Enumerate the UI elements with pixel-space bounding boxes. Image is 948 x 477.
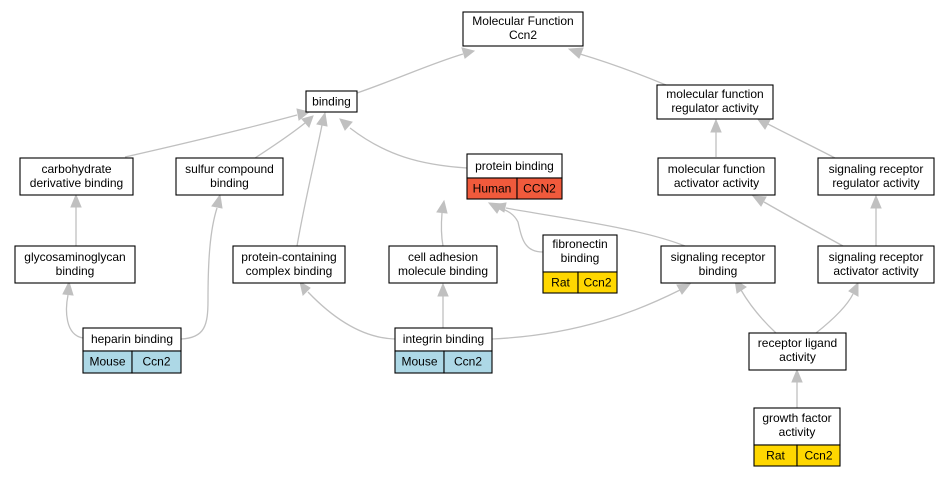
annotation-human-ccn2: Human CCN2 [466,177,563,200]
node-label: protein-containing [241,250,336,264]
edge-binding-to-root [356,47,476,94]
edge-integrin-to-sig-rec-bind [491,283,692,340]
node-molecular-function-root[interactable]: Molecular Function Ccn2 [462,11,584,47]
gene-label: Ccn2 [142,355,170,369]
nodes: Molecular Function Ccn2 binding molecula… [14,11,935,467]
node-protein-containing-complex-binding[interactable]: protein-containing complex binding [232,245,346,284]
node-label: signaling receptor [829,162,924,176]
species-label: Mouse [89,355,125,369]
node-protein-binding[interactable]: protein binding [466,153,563,179]
species-label: Mouse [401,355,437,369]
node-heparin-binding[interactable]: heparin binding [82,327,182,352]
gene-label: Ccn2 [454,355,482,369]
node-label: binding [210,176,249,190]
edge-integrin-to-prot-complex [299,280,396,340]
node-label: Molecular Function [472,14,573,28]
edge-integrin-to-cell-adh [437,282,449,330]
gene-badge [443,350,493,374]
edge-rec-ligand-to-sig-rec-bind [734,278,777,334]
node-label: glycosaminoglycan [24,250,125,264]
edge-gag-to-carb-deriv [70,193,82,246]
node-label: activator activity [833,264,918,278]
node-label: protein binding [475,159,554,173]
node-molecular-function-activator-activity[interactable]: molecular function activator activity [657,157,776,196]
edge-sig-rec-bind-to-protein-binding [491,202,686,247]
node-signaling-receptor-regulator-activity[interactable]: signaling receptor regulator activity [817,157,935,196]
node-cell-adhesion-molecule-binding[interactable]: cell adhesion molecule binding [388,245,498,284]
node-label: binding [312,95,351,109]
edge-mf-activator-to-mf-regulator [710,118,722,157]
edge-heparin-to-gag [62,280,84,339]
node-binding[interactable]: binding [305,90,358,113]
edge-sig-rec-act-to-sig-rec-reg [870,194,882,246]
node-label: signaling receptor [671,250,766,264]
node-label: fibronectin [552,237,607,251]
gene-label: Ccn2 [804,449,832,463]
edges [62,47,882,408]
gene-badge [796,444,841,467]
node-label: molecular function [668,162,765,176]
node-signaling-receptor-activator-activity[interactable]: signaling receptor activator activity [817,245,935,284]
edge-growth-factor-to-rec-ligand [791,368,803,408]
annotation-mouse-ccn2-integrin: Mouse Ccn2 [394,350,493,374]
node-sulfur-compound-binding[interactable]: sulfur compound binding [175,157,284,196]
edge-rec-ligand-to-sig-rec-act [815,281,859,334]
node-carbohydrate-derivative-binding[interactable]: carbohydrate derivative binding [19,157,134,196]
node-label: signaling receptor [829,250,924,264]
node-label: derivative binding [30,176,123,190]
edge-mf-regulator-to-root [567,47,667,86]
node-receptor-ligand-activity[interactable]: receptor ligand activity [748,332,847,371]
node-label: molecular function [666,87,763,101]
node-label: integrin binding [403,332,484,346]
node-label: complex binding [246,264,333,278]
annotation-rat-ccn2-fibronectin: Rat Ccn2 [542,271,618,294]
gene-label: CCN2 [523,182,556,196]
gene-label: Ccn2 [583,276,611,290]
node-label: growth factor [762,411,831,425]
node-signaling-receptor-binding[interactable]: signaling receptor binding [660,245,776,284]
edge-sig-rec-act-to-mf-activator [751,195,844,247]
node-label: binding [699,264,738,278]
node-label: binding [561,251,600,265]
node-label: receptor ligand [758,336,837,350]
node-label: regulator activity [671,101,758,115]
edge-prot-complex-to-binding [296,111,328,247]
node-label: Ccn2 [509,28,537,42]
edge-sig-rec-reg-to-mf-regulator [755,117,836,159]
node-glycosaminoglycan-binding[interactable]: glycosaminoglycan binding [14,245,136,284]
edge-carb-deriv-to-binding [124,108,311,158]
annotation-rat-ccn2-growth-factor: Rat Ccn2 [753,444,841,467]
node-molecular-function-regulator-activity[interactable]: molecular function regulator activity [656,84,774,120]
gene-badge [577,271,618,294]
node-growth-factor-activity[interactable]: growth factor activity [753,407,841,446]
edge-protein-binding-to-binding [339,118,468,169]
gene-badge [131,350,182,374]
node-label: activity [779,350,816,364]
node-integrin-binding[interactable]: integrin binding [394,327,493,352]
edge-cell-adh-to-protein-binding [436,199,448,247]
node-label: cell adhesion [408,250,478,264]
node-label: activator activity [674,176,759,190]
node-label: activity [779,425,816,439]
node-label: heparin binding [91,332,173,346]
node-fibronectin-binding[interactable]: fibronectin binding [542,234,618,273]
edge-sulfur-to-binding [254,115,314,159]
node-label: molecule binding [398,264,488,278]
annotation-mouse-ccn2-heparin: Mouse Ccn2 [82,350,182,374]
species-label: Rat [551,276,570,290]
edge-heparin-to-sulfur [180,193,223,340]
gene-badge [516,177,563,200]
species-label: Rat [766,449,785,463]
node-label: carbohydrate [41,162,111,176]
node-label: regulator activity [832,176,919,190]
species-label: Human [473,182,512,196]
node-label: sulfur compound [185,162,274,176]
node-label: binding [56,264,95,278]
